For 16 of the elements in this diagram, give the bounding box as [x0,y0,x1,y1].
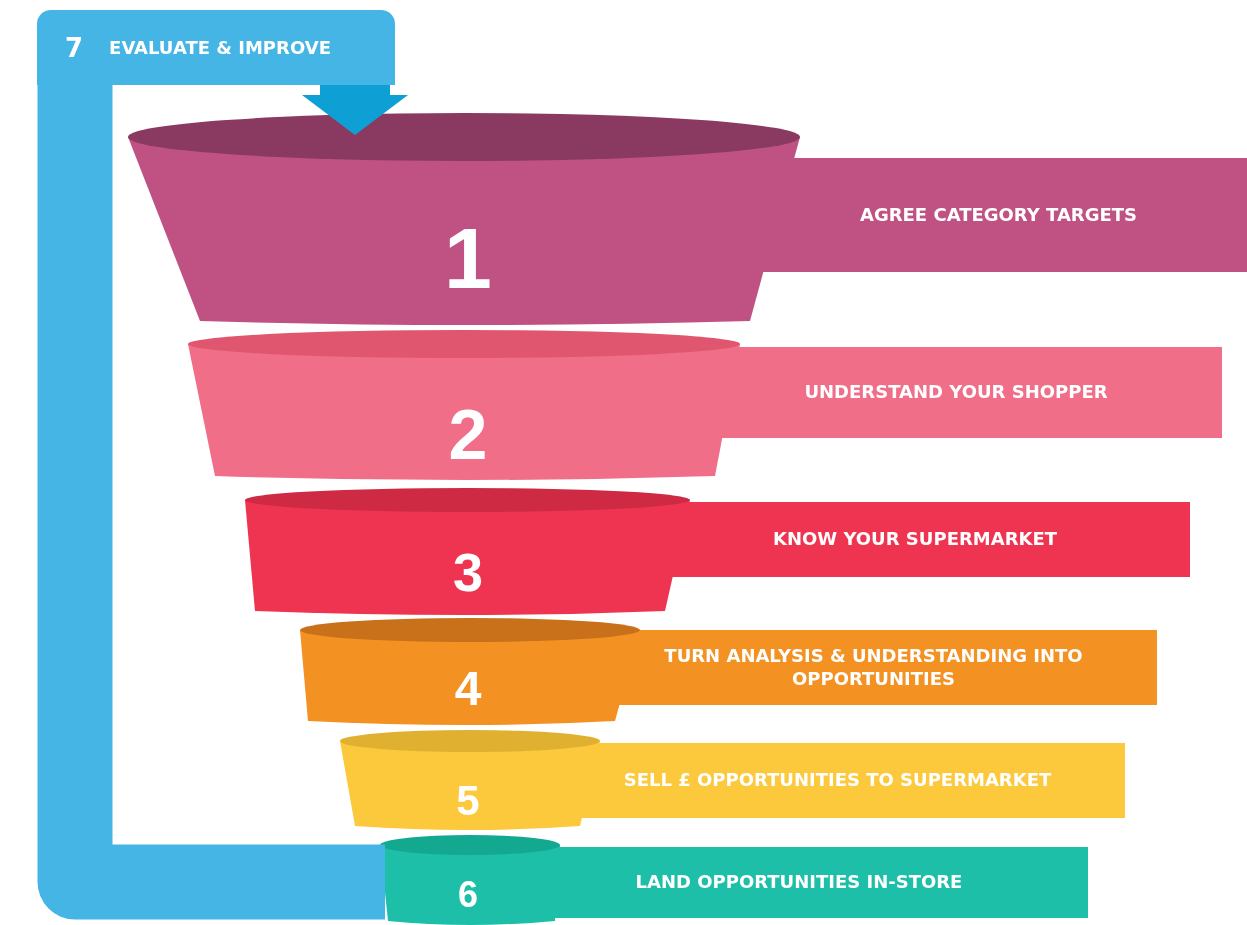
loop-band [37,10,395,85]
feedback-loop-arrow [302,85,408,135]
step-label: KNOW YOUR SUPERMARKET [772,527,1058,552]
step-label: AGREE CATEGORY TARGETS [859,202,1138,227]
step-label: LAND OPPORTUNITIES IN-STORE [634,870,964,895]
step-number: 3 [453,545,483,599]
step-label: EVALUATE & IMPROVE [109,37,331,58]
step-number: 5 [456,780,480,822]
step-number: 6 [458,877,478,913]
step-number: 1 [444,215,492,301]
step-number: 7 [65,32,84,63]
step-label: TURN ANALYSIS & UNDERSTANDING INTO OPPORTUNITIES [663,644,1084,691]
step-number: 4 [454,665,482,713]
step-label: SELL £ OPPORTUNITIES TO SUPERMARKET [622,768,1053,793]
step-number: 2 [448,400,488,470]
step-label: UNDERSTAND YOUR SHOPPER [803,380,1109,405]
